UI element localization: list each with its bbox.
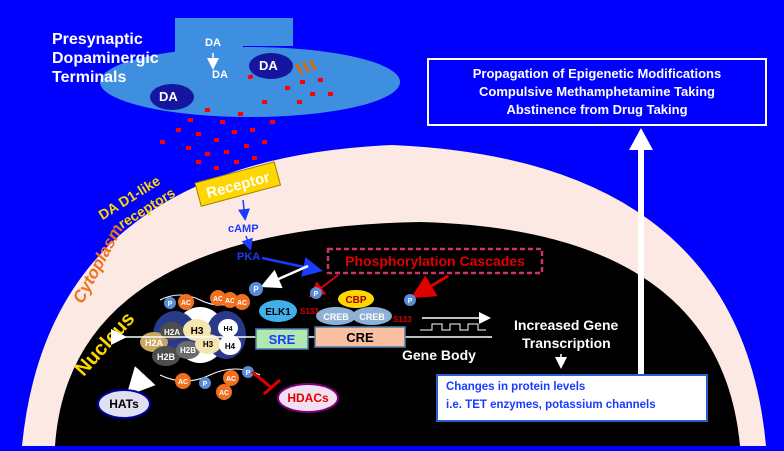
acetyl-label-7: AC [219,390,229,397]
phosphate-creb-left-label: P [314,291,319,298]
acetyl-group-5 [175,373,191,389]
cascade-to-elk1-arrow [260,264,309,289]
elk1-protein [259,300,297,322]
histone-h2a-left-label: H2A [145,338,164,348]
cre-label: CRE [346,330,374,345]
da-label-vesicle-right: DA [259,58,278,73]
histone-h4-bottom-label: H4 [225,342,236,351]
outcome-line-2: Compulsive Methamphetamine Taking [479,84,715,99]
phosphate-label-1: P [168,301,173,308]
presynaptic-label-line1: Presynaptic [52,31,143,48]
da-label-vesicle-left: DA [159,89,178,104]
outcome-line-3: Abstinence from Drug Taking [506,102,688,117]
da-label-middle: DA [212,69,228,81]
camp-to-pka-arrow [241,235,253,251]
histone-h2a-label: H2A [164,328,180,337]
acetyl-label-6: AC [226,376,236,383]
acetyl-group-1 [178,294,194,310]
da-label-top: DA [205,37,221,49]
pka-label: PKA [237,251,260,263]
hdacs-inhibition-symbol [251,370,281,396]
phosphate-creb-left [310,287,322,299]
phosphate-label-2: P [203,381,208,388]
acetyl-group-4 [234,294,250,310]
camp-label: cAMP [228,223,259,235]
cascade-arrow-right [410,274,449,299]
histone-h2b-label: H2B [180,346,196,355]
histone-h3-bottom [195,334,221,354]
phosphorylation-box [326,247,544,275]
hats-bubble [97,389,151,419]
cbp-protein [338,290,374,308]
increased-label-line1: Increased Gene [514,317,618,333]
histone-h2b [176,341,200,359]
histone-h2a [160,322,184,340]
phosphate-elk1-label: P [253,285,259,294]
phosphate-label-3: P [246,370,251,377]
dopamine-molecules [160,74,333,170]
hdacs-bubble [277,383,339,413]
hdacs-label: HDACs [287,391,329,405]
acetyl-label-3: AC [225,298,235,305]
acetyl-group-3 [222,292,238,308]
cre-box [314,326,406,348]
phosphorylation-label: Phosphorylation Cascades [345,253,525,269]
acetyl-group-6 [223,370,239,386]
phosphate-group-2 [199,377,211,389]
changes-box: Changes in protein levels i.e. TET enzym… [436,374,708,422]
histone-h2b-left [152,346,180,366]
sre-box [255,328,309,350]
receptor-to-camp-arrow [238,199,250,221]
outcome-line-1: Propagation of Epigenetic Modifications [472,66,722,81]
phosphate-creb-right-label: P [408,298,413,305]
s133-label-left: S133 [300,307,319,316]
phosphate-creb-right [404,294,416,306]
sre-label: SRE [269,332,296,347]
changes-line-2: i.e. TET enzymes, potassium channels [446,399,656,411]
cbp-label: CBP [345,295,366,306]
gene-body-region [420,323,486,331]
acetyl-group-2 [210,290,226,306]
hats-label: HATs [109,397,139,411]
histone-h3-bottom-label: H3 [203,340,214,349]
histone-h4-bottom [219,335,241,355]
histone-h4-top [218,319,238,337]
acetyl-label-1: AC [181,300,191,307]
propagation-arrow-head [629,128,653,150]
transporter-icon [294,59,318,75]
gene-body-label: Gene Body [402,347,476,363]
pka-to-cascade-arrow [261,256,323,277]
creb-label-left: CREB [323,312,349,322]
s133-label-right: S133 [393,315,412,324]
presynaptic-label-line3: Terminals [52,69,127,86]
acetyl-label-5: AC [178,379,188,386]
acetyl-group-7 [216,384,232,400]
acetyl-label-4: AC [237,300,247,307]
vesicle-left [150,84,194,110]
histone-h4-top-label: H4 [224,326,233,333]
acetyl-label-2: AC [213,296,223,303]
creb-label-right: CREB [359,312,385,322]
vesicle-right [249,53,293,79]
histone-h3-top-label: H3 [191,326,204,337]
creb-protein-right [352,307,392,325]
presynaptic-terminal [100,18,400,117]
presynaptic-label-line2: Dopaminergic [52,50,159,67]
outcome-box: Propagation of Epigenetic Modifications … [427,58,767,126]
creb-protein-left [316,307,356,325]
histone-h2b-left-label: H2B [157,352,176,362]
changes-line-1: Changes in protein levels [446,381,586,393]
phosphate-group-1 [164,297,176,309]
hats-arrow [126,366,156,397]
increased-label-line2: Transcription [522,335,611,351]
elk1-label: ELK1 [265,307,291,318]
phosphate-group-3 [242,366,254,378]
phosphate-elk1 [249,282,263,296]
